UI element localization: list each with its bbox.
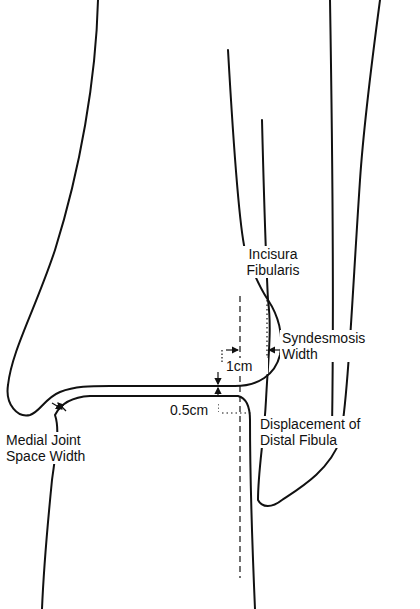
syndesmosis-arrow [226,349,238,350]
incisura-reference-line [239,296,240,578]
one-cm-dotted-line [221,350,222,362]
medial-joint-label: Medial Joint Space Width [4,432,120,464]
half-cm-arrow [217,388,218,396]
one-cm-arrow [217,372,218,384]
medial-joint-arrow [58,403,66,411]
dimension-label: 0.5cm [168,402,218,418]
syndesmosis-label: Syndesmosis Width [280,330,380,362]
displacement-label: Displacement of Distal Fibula [258,416,366,448]
syndesmosis-arrow [269,349,280,350]
dimension-label: 1cm [224,358,268,374]
incisura-label: Incisura Fibularis [228,246,318,278]
fibula-edge [330,0,333,430]
talus-outline [42,396,255,609]
tibia-outline [8,0,282,415]
displacement-dotted-line [222,412,252,413]
